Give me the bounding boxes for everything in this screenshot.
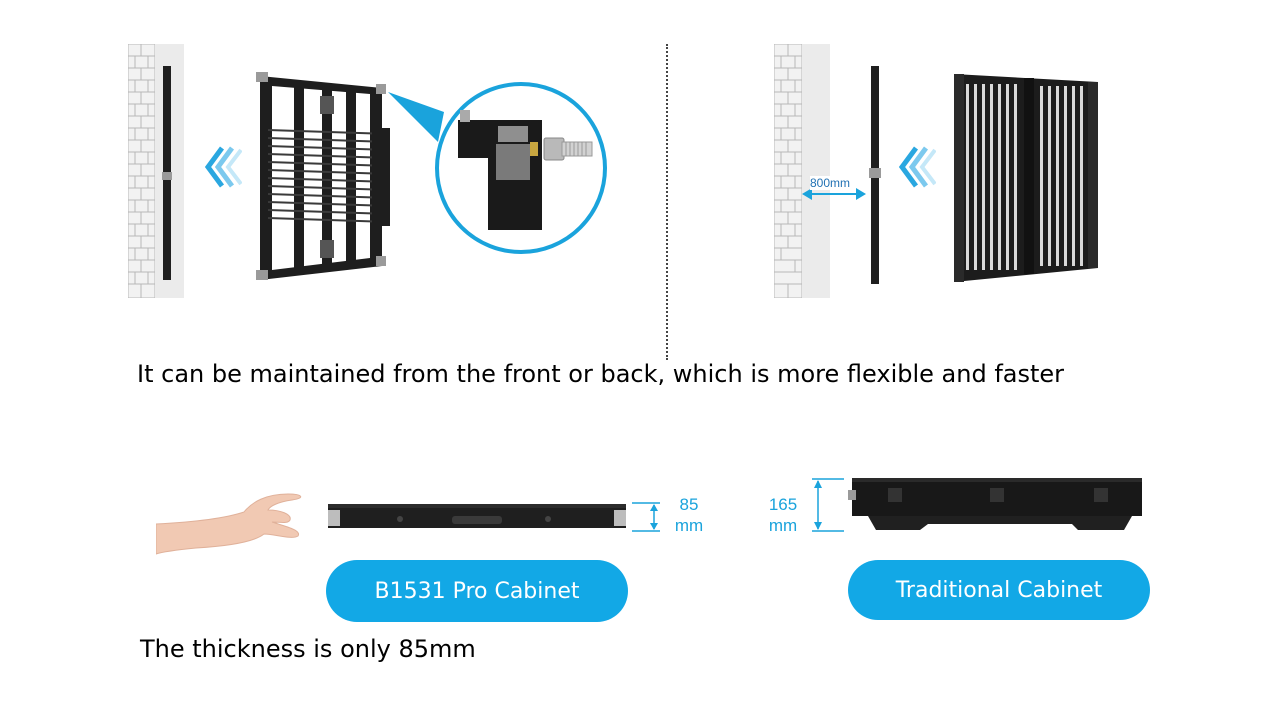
gap-label: 800mm bbox=[810, 176, 851, 190]
traditional-cabinet-side bbox=[848, 478, 1142, 530]
cabinet-module-back bbox=[954, 74, 1098, 282]
dotted-divider bbox=[666, 44, 668, 360]
maintenance-caption: It can be maintained from the front or b… bbox=[137, 360, 1065, 388]
mounted-panel bbox=[869, 66, 881, 284]
pro-thickness-unit: mm bbox=[674, 516, 704, 535]
trad-thickness-unit: mm bbox=[768, 516, 798, 535]
chevron-left-arrows-icon bbox=[204, 146, 242, 188]
cabinet-frame-front bbox=[256, 72, 390, 280]
brick-wall-left bbox=[128, 44, 184, 298]
brick-wall-right bbox=[774, 44, 830, 298]
chevron-left-arrows-icon bbox=[898, 146, 936, 188]
trad-thickness-text: 165 mm bbox=[760, 494, 806, 536]
trad-thickness-dimension bbox=[812, 478, 844, 532]
traditional-cabinet-button[interactable]: Traditional Cabinet bbox=[848, 560, 1150, 620]
thickness-caption: The thickness is only 85mm bbox=[140, 635, 476, 663]
hand-icon bbox=[156, 493, 302, 555]
double-arrow-icon bbox=[802, 188, 866, 200]
pro-cabinet-button[interactable]: B1531 Pro Cabinet bbox=[326, 560, 628, 622]
trad-thickness-value: 165 bbox=[768, 495, 798, 514]
pro-thickness-value: 85 bbox=[679, 495, 699, 514]
pro-thickness-dimension bbox=[632, 502, 660, 532]
pro-thickness-text: 85 mm bbox=[666, 494, 712, 536]
pro-cabinet-side bbox=[328, 504, 626, 528]
bolt-closeup-icon bbox=[388, 82, 607, 254]
